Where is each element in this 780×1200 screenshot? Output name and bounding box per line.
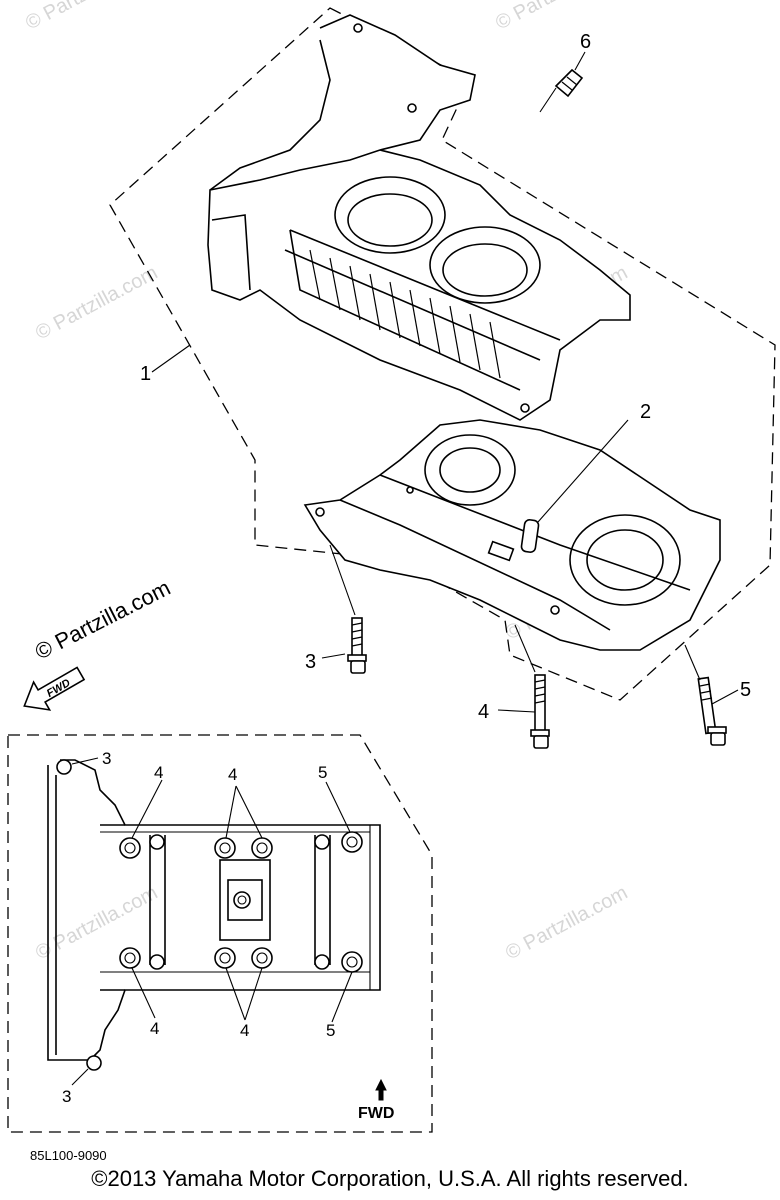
callout-2: 2 [640,401,651,423]
fwd-label-inset: FWD [358,1105,394,1122]
fwd-label-main: FWD [45,677,73,700]
bolt-5 [684,644,739,746]
bolt-4 [497,624,550,749]
callout-5: 5 [740,679,751,701]
inset-callout-4-bottom-left: 4 [150,1019,159,1038]
bolt-3 [321,544,367,674]
watermark-3: © Partzilla.com [32,262,161,345]
inset-callout-4-top-left: 4 [154,763,163,782]
watermark-5: © Partzilla.com [32,882,161,965]
inset-frame [7,734,433,1133]
drawing-number: 85L100-9090 [30,1148,107,1163]
callout-4: 4 [478,701,489,723]
inset-callout-5-bottom: 5 [326,1021,335,1040]
watermark-2: © Partzilla.com [492,0,621,34]
inset-callout-5-top: 5 [318,763,327,782]
partzilla-watermark-main: © Partzilla.com [31,575,174,665]
watermark-1: © Partzilla.com [22,0,151,34]
watermark-6: © Partzilla.com [502,882,631,965]
inset-bottom-view [47,757,381,1086]
dowel-pin [520,419,629,553]
inset-fwd-arrow-icon [375,1078,387,1101]
callout-6: 6 [580,31,591,53]
inset-callout-3-top: 3 [102,749,111,768]
plug-part [539,51,586,113]
inset-callout-4-bottom-center: 4 [240,1021,249,1040]
cooling-fins [309,249,501,379]
inset-callout-3-bottom: 3 [62,1087,71,1106]
copyright-notice: ©2013 Yamaha Motor Corporation, U.S.A. A… [91,1166,689,1191]
leader-1 [151,344,191,373]
callout-1: 1 [140,363,151,385]
assembly-boundary [109,7,776,701]
inset-callout-4-top-center: 4 [228,765,237,784]
upper-crankcase [207,14,631,421]
lower-crankcase [303,419,721,651]
callout-3: 3 [305,651,316,673]
fwd-arrow-icon: FWD [23,666,86,711]
